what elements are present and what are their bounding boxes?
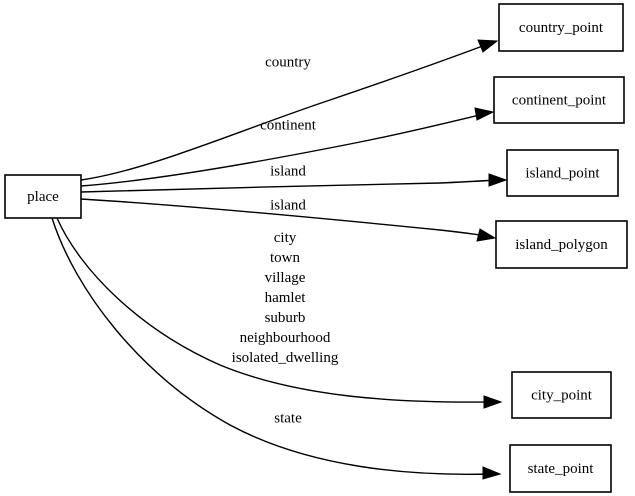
graph-edge: [80, 39, 499, 181]
arrowhead-icon: [474, 107, 495, 121]
arrowhead-icon: [476, 228, 497, 242]
arrowhead-icon: [483, 395, 503, 409]
edge-label-line: city: [274, 230, 297, 246]
node-label: island_polygon: [515, 237, 608, 253]
node-box[interactable]: [495, 220, 628, 269]
graph-edge: [51, 217, 502, 480]
edge-line: [80, 113, 485, 187]
edge-label-line: neighbourhood: [240, 330, 331, 346]
graph-edge: [80, 107, 495, 187]
edge-label-multiline: city town village hamlet suburb neighbourhood…: [232, 230, 339, 366]
graph-node-city_point[interactable]: city_point: [511, 371, 612, 419]
graph-node-continent_point[interactable]: continent_point: [493, 76, 625, 124]
edge-label: country: [265, 54, 311, 70]
edge-line: [51, 217, 490, 475]
nodes-layer: place country_point continent_point island_…: [4, 3, 628, 493]
node-label: city_point: [531, 387, 593, 403]
node-box[interactable]: [506, 149, 619, 197]
edge-line: [80, 43, 489, 181]
edge-label-line: town: [270, 250, 301, 266]
node-box[interactable]: [511, 371, 612, 419]
edge-line: [56, 217, 491, 403]
node-label: state_point: [528, 461, 595, 477]
edge-label-line: isolated_dwelling: [232, 350, 339, 366]
edges-layer: [51, 39, 508, 480]
node-label: island_point: [525, 165, 600, 181]
edge-label-line: village: [265, 270, 306, 286]
graph-node-island_polygon[interactable]: island_polygon: [495, 220, 628, 269]
node-label: continent_point: [512, 92, 607, 108]
graph-node-state_point[interactable]: state_point: [509, 444, 612, 493]
node-label: country_point: [519, 20, 604, 36]
edge-line: [80, 198, 488, 237]
edge-label: island: [270, 197, 306, 213]
node-box[interactable]: [509, 444, 612, 493]
node-label: place: [27, 189, 59, 205]
edge-label: state: [274, 410, 302, 426]
edge-line: [80, 179, 498, 193]
graph-node-country_point[interactable]: country_point: [498, 3, 624, 52]
arrowhead-icon: [477, 39, 499, 53]
graph-node-place[interactable]: place: [4, 174, 82, 219]
node-box[interactable]: [4, 174, 82, 219]
node-box[interactable]: [493, 76, 625, 124]
edge-label: continent: [260, 117, 317, 133]
graph-edge: [80, 198, 497, 242]
node-box[interactable]: [498, 3, 624, 52]
arrowhead-icon: [488, 173, 508, 187]
edge-label: island: [270, 163, 306, 179]
edge-label-line: suburb: [265, 310, 306, 326]
graph-edge: [80, 173, 508, 193]
graph-edge: [56, 217, 503, 409]
arrowhead-icon: [482, 466, 502, 480]
edge-labels-layer: country continent island island city town vill…: [232, 54, 339, 426]
graph-node-island_point[interactable]: island_point: [506, 149, 619, 197]
edge-label-line: hamlet: [265, 290, 307, 306]
